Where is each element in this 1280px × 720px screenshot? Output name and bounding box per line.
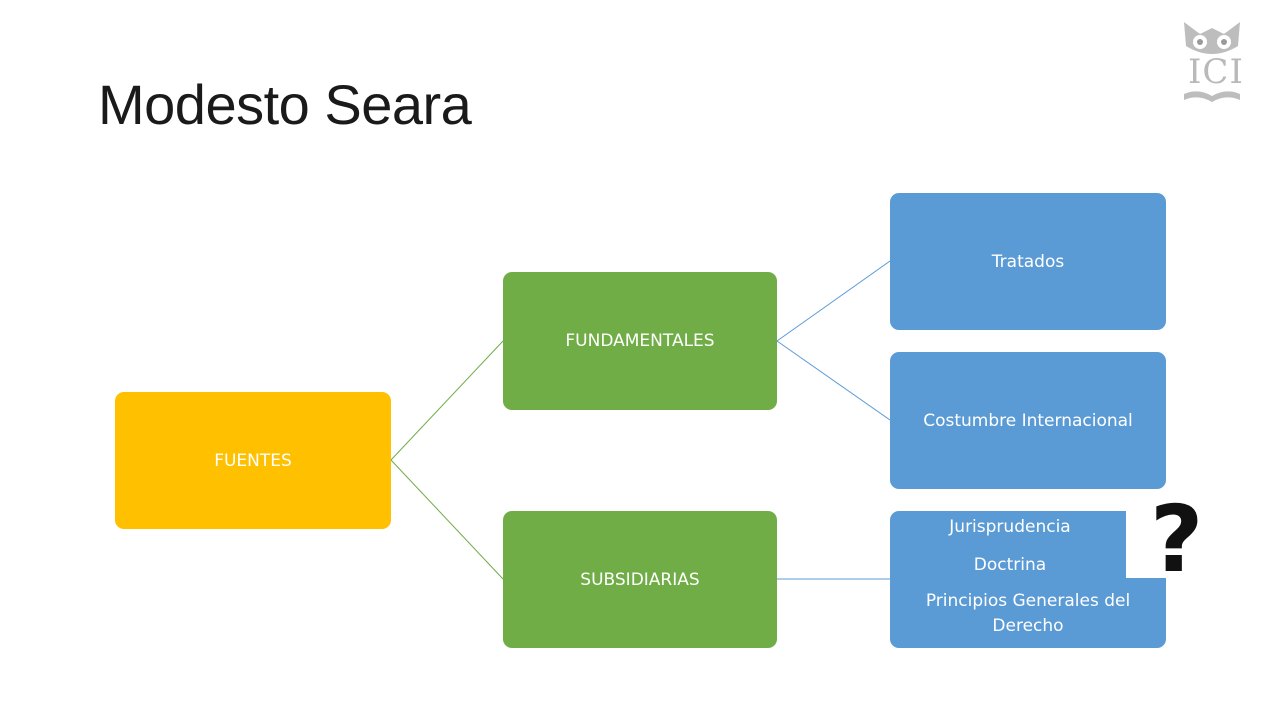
node-tratados: Tratados: [890, 193, 1166, 330]
connector-fundamentales-costumbre: [776, 340, 891, 421]
node-fuentes: FUENTES: [115, 392, 391, 529]
node-tratados-label: Tratados: [991, 251, 1065, 272]
node-subsidiarias-list: Jurisprudencia Doctrina Principios Gener…: [890, 511, 1166, 648]
list-item-doctrina: Doctrina: [973, 555, 1047, 575]
node-costumbre-label: Costumbre Internacional: [923, 410, 1133, 431]
slide-title: Modesto Seara: [98, 73, 472, 136]
connector-fuentes-fundamentales: [390, 340, 504, 461]
node-fundamentales-label: FUNDAMENTALES: [565, 331, 715, 351]
list-item-jurisprudencia: Jurisprudencia: [949, 517, 1071, 537]
node-subsidiarias: SUBSIDIARIAS: [503, 511, 777, 648]
owl-logo-icon: [1184, 22, 1240, 102]
node-fuentes-label: FUENTES: [214, 450, 292, 471]
logo-text: ICI: [1188, 52, 1244, 92]
connector-fuentes-subsidiarias: [390, 459, 504, 580]
connector-fundamentales-tratados: [776, 260, 891, 342]
node-fundamentales: FUNDAMENTALES: [503, 272, 777, 410]
question-cutout: [1126, 500, 1180, 578]
node-subsidiarias-label: SUBSIDIARIAS: [580, 569, 700, 590]
node-costumbre-internacional: Costumbre Internacional: [890, 352, 1166, 489]
list-item-principios: Principios Generales del Derecho: [925, 591, 1131, 636]
question-mark: ?: [1150, 486, 1204, 593]
